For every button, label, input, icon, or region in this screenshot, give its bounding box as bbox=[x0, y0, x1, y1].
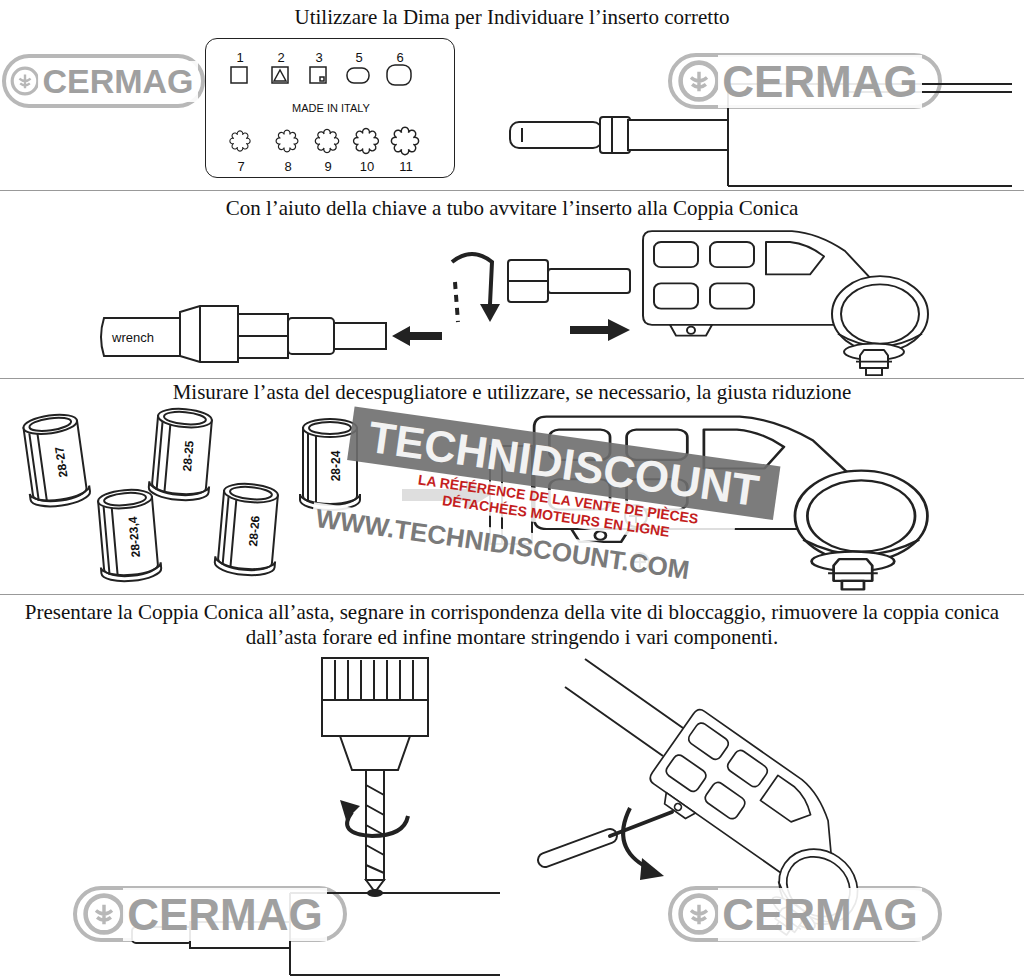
template-number: 11 bbox=[399, 160, 413, 175]
template-number: 10 bbox=[360, 160, 374, 175]
shaft bbox=[565, 659, 683, 756]
drill bbox=[366, 785, 384, 873]
screwdriver bbox=[545, 812, 672, 860]
rotation-arrow bbox=[347, 812, 408, 836]
rotation-arrow bbox=[347, 812, 408, 836]
insert bbox=[334, 323, 386, 349]
screwdriver bbox=[610, 812, 672, 836]
watermark-logo-frame bbox=[681, 63, 718, 100]
sleeve-size: 28-23,4 bbox=[125, 516, 142, 558]
shaft bbox=[565, 659, 683, 756]
watermark-logo: CERMAG bbox=[123, 888, 327, 941]
insert bbox=[508, 280, 548, 282]
insert bbox=[238, 335, 288, 337]
template-shapes bbox=[354, 129, 379, 154]
template-shapes bbox=[391, 127, 418, 154]
sleeve-size: 28-24 bbox=[329, 451, 343, 482]
template-shapes bbox=[274, 70, 286, 81]
drill bbox=[340, 736, 410, 770]
template-shapes bbox=[230, 131, 250, 151]
template-number: 1 bbox=[236, 51, 243, 66]
rotation-arrow bbox=[640, 858, 664, 880]
template-shapes bbox=[387, 65, 411, 85]
watermark-logo-frame bbox=[12, 68, 38, 94]
rotation-arrow bbox=[623, 808, 648, 868]
insert-and-tube bbox=[510, 122, 602, 148]
socket-wrench bbox=[180, 306, 238, 362]
panel-divider bbox=[0, 191, 1024, 595]
watermark-logo-frame bbox=[75, 888, 345, 940]
reduction-sleeve bbox=[148, 407, 216, 503]
step-heading: Utilizzare la Dima per Individuare l’ins… bbox=[295, 5, 730, 30]
template-number: 2 bbox=[277, 51, 284, 66]
insert bbox=[508, 260, 548, 302]
watermark-logo: CERMAG bbox=[38, 61, 197, 102]
template-shapes bbox=[347, 68, 369, 83]
template-shapes bbox=[272, 67, 288, 83]
template-plate: 1 2 3 5 6MADE IN ITALY 7 8 9 10 11 bbox=[205, 38, 455, 178]
tool-label: wrench bbox=[112, 330, 154, 346]
insert bbox=[238, 314, 288, 358]
watermark-logo-frame bbox=[4, 56, 203, 106]
screwdriver bbox=[545, 836, 610, 860]
insert bbox=[238, 260, 630, 358]
direction-arrow bbox=[392, 326, 442, 346]
insert-and-tube bbox=[600, 117, 630, 153]
template-shapes bbox=[230, 65, 419, 155]
template-shapes bbox=[320, 77, 324, 81]
template-number: 8 bbox=[284, 160, 291, 175]
template-shapes bbox=[231, 67, 247, 83]
direction-arrow bbox=[570, 319, 630, 341]
reduction-sleeve bbox=[19, 411, 91, 509]
template-shapes bbox=[315, 129, 338, 152]
drill bbox=[366, 770, 384, 880]
socket-wrench bbox=[101, 306, 238, 362]
socket-wrench bbox=[199, 306, 201, 362]
sleeve-size: 28-26 bbox=[246, 515, 263, 547]
reduction-sleeve bbox=[214, 482, 282, 578]
template-number: 5 bbox=[355, 51, 362, 66]
shaft-tube bbox=[368, 890, 382, 896]
watermark-logo-frame bbox=[670, 55, 940, 107]
screwdriver bbox=[545, 836, 610, 860]
watermark-logo-frame bbox=[86, 896, 123, 933]
socket-wrench bbox=[101, 318, 180, 356]
sleeve-size: 28-25 bbox=[180, 440, 197, 472]
bevel-gear-head bbox=[643, 231, 928, 375]
insert-and-tube bbox=[628, 120, 728, 150]
watermark-logo-frame bbox=[670, 888, 940, 940]
template-number: 7 bbox=[237, 160, 244, 175]
watermark-logo: CERMAG bbox=[718, 55, 922, 108]
template-number: 9 bbox=[324, 160, 331, 175]
panel-divider bbox=[0, 191, 1024, 595]
template-mark: MADE IN ITALY bbox=[292, 102, 370, 115]
insert bbox=[548, 269, 630, 293]
template-shapes bbox=[310, 67, 326, 83]
rotation-arrow bbox=[340, 800, 360, 820]
template-shapes bbox=[276, 130, 298, 152]
template-number: 3 bbox=[315, 51, 322, 66]
step-heading: Misurare l’asta del decespugliatore e ut… bbox=[173, 380, 852, 405]
watermark-logo-frame bbox=[681, 896, 718, 933]
drill bbox=[322, 660, 428, 700]
reduction-sleeve bbox=[94, 488, 162, 584]
rotation-arrow bbox=[480, 304, 500, 322]
drill bbox=[322, 658, 428, 892]
reduction-sleeve bbox=[19, 407, 360, 584]
template-number: 6 bbox=[396, 51, 403, 66]
step-heading: Presentare la Coppia Conica all’asta, se… bbox=[22, 600, 1002, 650]
rotation-arrow bbox=[455, 282, 458, 322]
drill bbox=[322, 658, 428, 736]
insert-and-tube bbox=[522, 117, 612, 153]
watermark-logo: CERMAG bbox=[718, 888, 922, 941]
step-heading: Con l’aiuto della chiave a tubo avvitare… bbox=[226, 196, 799, 221]
rotation-arrow bbox=[623, 808, 648, 868]
insert bbox=[288, 318, 334, 354]
